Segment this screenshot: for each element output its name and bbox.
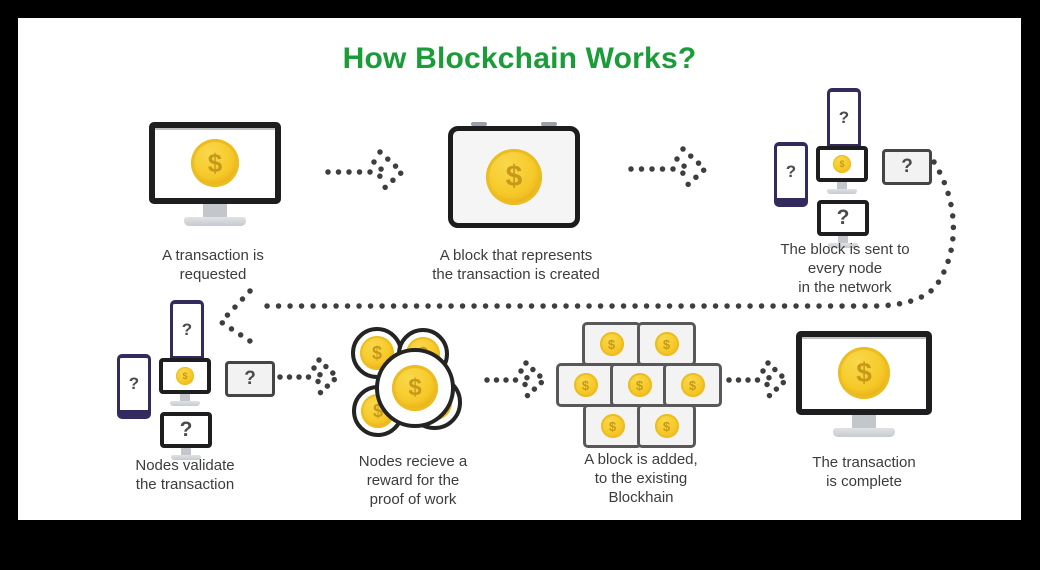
diagram-canvas: How Blockchain Works? $ A transaction is… (18, 18, 1021, 520)
mini-tablet-icon: ? (882, 149, 932, 185)
monitor-screen: $ (149, 122, 281, 204)
monitor-stand (203, 204, 227, 217)
chain-block-icon: $ (556, 363, 615, 407)
node-monitor-icon: $ (159, 358, 211, 406)
node-monitor-icon: $ (816, 146, 868, 194)
step7-monitor-icon: $ (796, 331, 932, 437)
step2-caption: A block that represents the transaction … (432, 247, 600, 284)
step6-block-wall: $ $ $ $ $ $ $ (556, 322, 722, 448)
step1-caption: A transaction is requested (162, 247, 264, 284)
chain-block-icon: $ (637, 322, 696, 366)
monitor-base (184, 217, 246, 226)
chain-block-icon: $ (637, 404, 696, 448)
monitor-screen: $ (796, 331, 932, 415)
node-monitor-icon: ? (160, 412, 212, 460)
smartphone-icon: ? (774, 142, 808, 207)
dollar-coin-icon: $ (838, 347, 890, 399)
monitor-base (833, 428, 895, 437)
smartphone-icon: ? (117, 354, 151, 419)
diagram-title: How Blockchain Works? (342, 42, 697, 75)
step3-caption: The block is sent to every node in the n… (780, 241, 910, 297)
chain-block-icon: $ (663, 363, 722, 407)
dotted-arrow-right-icon (726, 360, 791, 400)
dollar-coin-icon: $ (486, 149, 542, 205)
step4-caption: Nodes validate the transaction (135, 457, 235, 494)
mini-tablet-icon: ? (225, 361, 275, 397)
smartphone-icon: ? (170, 300, 204, 365)
step6-caption: A block is added, to the existing Blockh… (584, 451, 698, 507)
chain-block-icon: $ (610, 363, 669, 407)
dotted-arrow-right-icon (325, 149, 407, 195)
dotted-arrow-right-icon (484, 360, 549, 400)
smartphone-icon: ? (827, 88, 861, 153)
dotted-arrow-right-icon (628, 146, 710, 192)
step7-caption: The transaction is complete (812, 454, 916, 491)
step1-monitor-icon: $ (149, 122, 281, 226)
monitor-stand (852, 415, 876, 428)
node-circle-center-icon: $ (375, 348, 455, 428)
chain-block-icon: $ (583, 404, 642, 448)
step5-node-circles: $ $ $ $ $ (348, 325, 468, 445)
step5-caption: Nodes recieve a reward for the proof of … (358, 453, 468, 509)
step3-device-cluster: ? ? $ ? ? (772, 88, 932, 248)
dotted-arrow-right-icon (277, 357, 342, 397)
chain-block-icon: $ (582, 322, 641, 366)
dollar-coin-icon: $ (191, 139, 239, 187)
step2-tablet-icon: $ (448, 122, 580, 228)
step4-device-cluster: ? ? $ ? ? (115, 300, 275, 460)
